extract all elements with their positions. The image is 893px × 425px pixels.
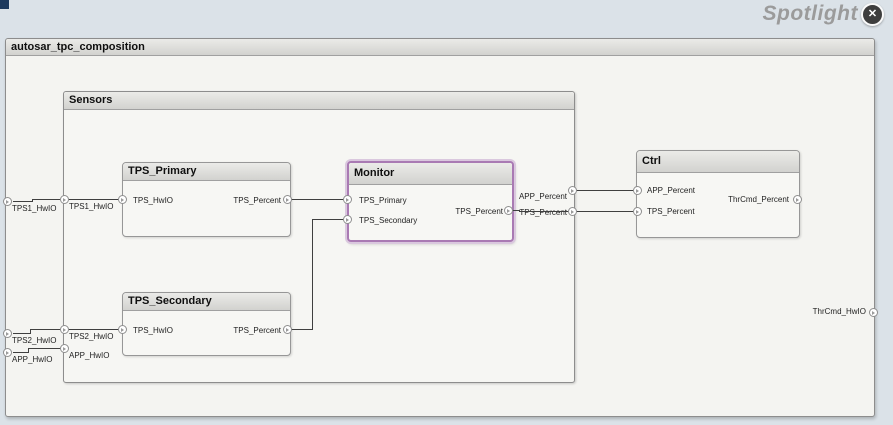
port-monitor-out[interactable] (504, 206, 513, 215)
signal-tps1-hwio-inner-segment[interactable] (32, 199, 60, 200)
ctrl-title: Ctrl (642, 155, 661, 167)
signal-app-percent-to-ctrl[interactable] (576, 190, 634, 191)
ctrl-outport-label: ThrCmd_Percent (728, 195, 789, 204)
close-button[interactable]: ✕ (861, 3, 884, 26)
corner-accent (0, 0, 9, 9)
signal-tps1-hwio-outer-segment[interactable] (13, 201, 32, 202)
composition-header: autosar_tpc_composition (6, 39, 874, 56)
signal-monitor-out-segment[interactable] (512, 210, 520, 211)
port-monitor-in1[interactable] (343, 195, 352, 204)
port-tps-percent-sensors-out[interactable] (568, 207, 577, 216)
port-tps1-hwio-outer[interactable] (3, 197, 12, 206)
signal-app-hwio-outer-segment[interactable] (13, 352, 28, 353)
port-tps2-hwio-outer[interactable] (3, 329, 12, 338)
port-tps-secondary-out[interactable] (283, 325, 292, 334)
composition-inport-tps1-label: TPS1_HwIO (12, 204, 57, 213)
composition-outport-thrcmd-label: ThrCmd_HwIO (812, 307, 866, 316)
signal-tps2-hwio-inner-segment[interactable] (30, 329, 61, 330)
ctrl-inport1-label: APP_Percent (647, 186, 696, 195)
sensors-title: Sensors (69, 94, 113, 106)
tps-primary-outport-label: TPS_Percent (233, 196, 281, 205)
port-ctrl-out[interactable] (793, 195, 802, 204)
port-ctrl-in2[interactable] (633, 207, 642, 216)
port-tps-primary-in[interactable] (118, 195, 127, 204)
port-app-hwio-sensors[interactable] (60, 344, 69, 353)
monitor-inport2-label: TPS_Secondary (359, 216, 418, 225)
tps-primary-title: TPS_Primary (128, 165, 197, 177)
port-tps2-hwio-sensors[interactable] (60, 325, 69, 334)
signal-tps-secondary-riser[interactable] (312, 219, 313, 330)
block-tps-primary[interactable]: TPS_Primary TPS_HwIO TPS_Percent (122, 162, 291, 237)
signal-tps1-hwio-jog[interactable] (32, 199, 33, 202)
sensors-header: Sensors (64, 92, 574, 110)
tps-secondary-title: TPS_Secondary (128, 295, 212, 307)
signal-tps-percent-to-ctrl[interactable] (576, 211, 634, 212)
signal-app-hwio-jog[interactable] (28, 348, 29, 353)
signal-tps2-hwio-outer-segment[interactable] (13, 333, 30, 334)
block-monitor[interactable]: Monitor TPS_Primary TPS_Secondary TPS_Pe… (347, 161, 514, 242)
port-tps-primary-out[interactable] (283, 195, 292, 204)
signal-tps-secondary-to-monitor[interactable] (312, 219, 344, 220)
monitor-title: Monitor (354, 167, 395, 179)
tps-secondary-inport-label: TPS_HwIO (133, 326, 174, 335)
signal-app-hwio-inner-segment[interactable] (28, 348, 61, 349)
signal-tps2-hwio-jog[interactable] (30, 329, 31, 334)
port-tps-secondary-in[interactable] (118, 325, 127, 334)
monitor-outport-label: TPS_Percent (455, 207, 503, 216)
port-app-hwio-outer[interactable] (3, 348, 12, 357)
block-tps-secondary[interactable]: TPS_Secondary TPS_HwIO TPS_Percent (122, 292, 291, 356)
tps-primary-inport-label: TPS_HwIO (133, 196, 174, 205)
port-app-percent-sensors-out[interactable] (568, 186, 577, 195)
block-autosar-tpc-composition[interactable]: autosar_tpc_composition Sensors TPS_Prim… (3, 38, 878, 417)
monitor-header: Monitor (349, 163, 512, 185)
tps-secondary-header: TPS_Secondary (123, 293, 290, 311)
sensors-outport-app-percent-label: APP_Percent (518, 192, 567, 201)
port-ctrl-in1[interactable] (633, 186, 642, 195)
tps-primary-header: TPS_Primary (123, 163, 290, 181)
sensors-inport-tps2-label: TPS2_HwIO (69, 332, 114, 341)
port-thrcmd-hwio-outer[interactable] (869, 308, 878, 317)
sensors-inport-tps1-label: TPS1_HwIO (69, 202, 114, 211)
sensors-inport-app-label: APP_HwIO (69, 351, 110, 360)
signal-monitor-to-sensors-boundary[interactable] (519, 211, 569, 212)
ctrl-inport2-label: TPS_Percent (647, 207, 695, 216)
signal-tps1-hwio-to-tps-primary[interactable] (69, 199, 119, 200)
port-monitor-in2[interactable] (343, 215, 352, 224)
signal-tps-secondary-out-segment[interactable] (291, 329, 313, 330)
monitor-inport1-label: TPS_Primary (359, 196, 407, 205)
tps-secondary-outport-label: TPS_Percent (233, 326, 281, 335)
composition-inport-tps2-label: TPS2_HwIO (12, 336, 57, 345)
composition-inport-app-label: APP_HwIO (12, 355, 53, 364)
spotlight-title: Spotlight (762, 2, 858, 25)
port-tps1-hwio-sensors[interactable] (60, 195, 69, 204)
signal-tps2-hwio-to-tps-secondary[interactable] (69, 329, 119, 330)
ctrl-header: Ctrl (637, 151, 799, 173)
composition-title: autosar_tpc_composition (11, 41, 145, 53)
signal-tps-primary-to-monitor[interactable] (291, 199, 344, 200)
block-ctrl[interactable]: Ctrl APP_Percent TPS_Percent ThrCmd_Perc… (636, 150, 800, 238)
block-sensors[interactable]: Sensors TPS_Primary TPS_HwIO TPS_Percent… (63, 91, 575, 383)
sensors-outport-tps-percent-label: TPS_Percent (519, 208, 567, 217)
